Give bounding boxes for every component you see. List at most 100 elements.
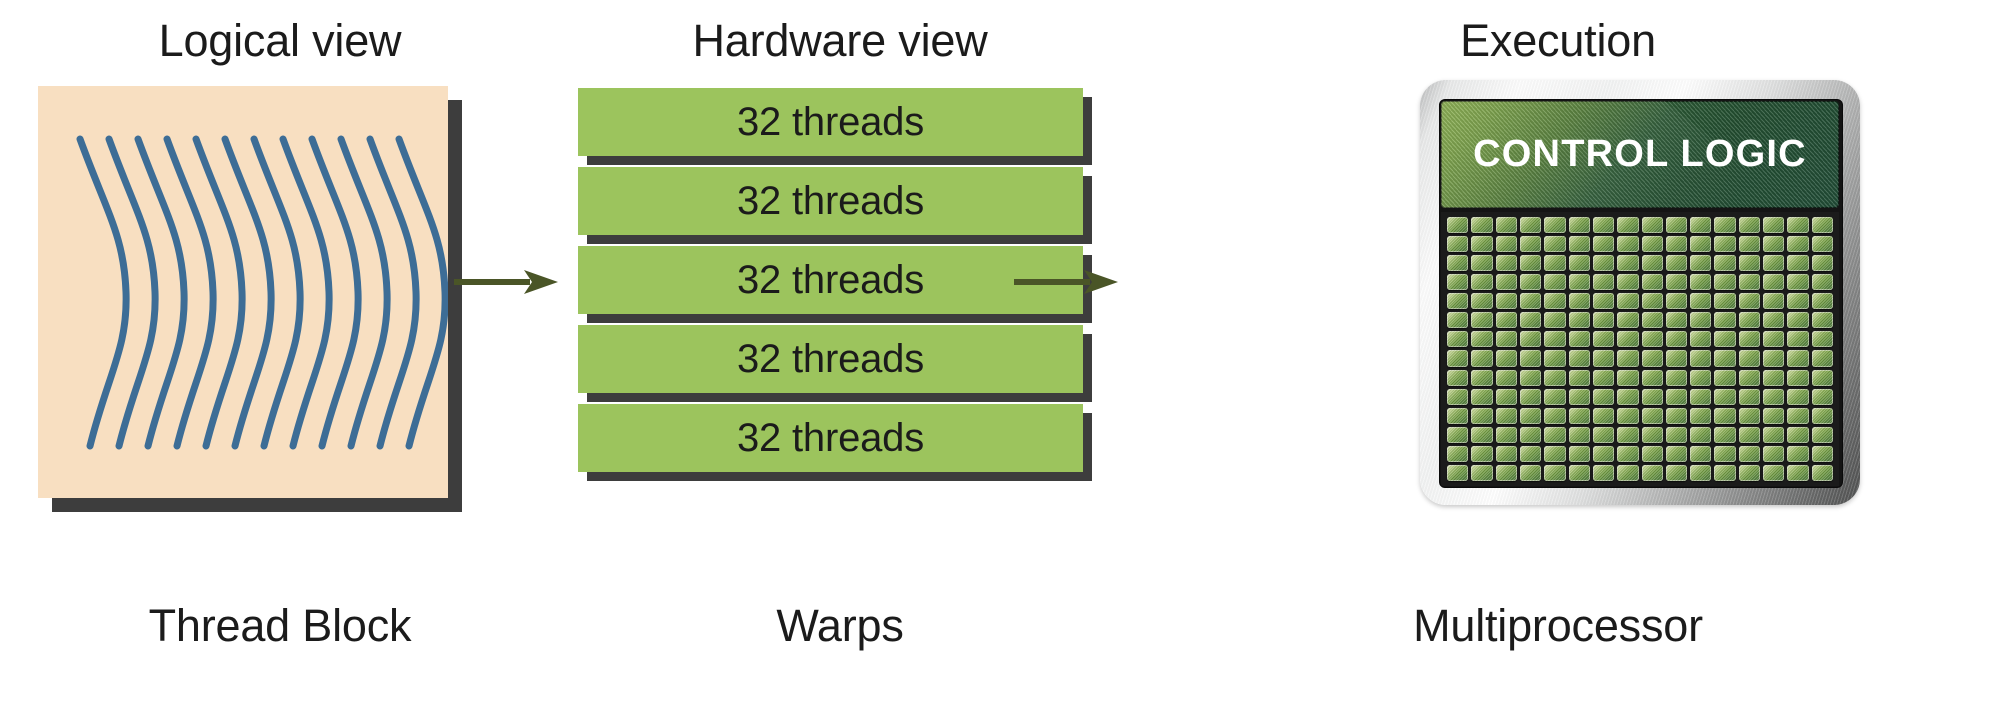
core-cell — [1495, 312, 1517, 329]
core-cell — [1787, 236, 1809, 253]
warp-label: 32 threads — [736, 257, 925, 302]
warp-label: 32 threads — [736, 415, 925, 460]
core-cell — [1690, 369, 1712, 386]
warp-bar: 32 threads — [578, 325, 1083, 393]
core-cell — [1665, 445, 1688, 462]
logical-view-title: Logical view — [158, 15, 402, 66]
core-cell — [1787, 331, 1809, 348]
core-cell — [1690, 274, 1712, 291]
core-cell — [1568, 388, 1590, 405]
core-cell — [1763, 350, 1785, 367]
core-cell — [1471, 350, 1493, 367]
core-cell — [1787, 407, 1809, 424]
core-cell — [1544, 255, 1566, 272]
core-cell — [1641, 312, 1663, 329]
core-cell — [1714, 236, 1736, 253]
core-cell — [1763, 369, 1785, 386]
core-cell — [1447, 369, 1469, 386]
core-cell — [1714, 388, 1736, 405]
core-cell — [1447, 274, 1469, 291]
core-cell — [1738, 388, 1761, 405]
core-cell — [1787, 388, 1809, 405]
core-cell — [1568, 293, 1590, 310]
core-cell — [1544, 426, 1566, 443]
core-cell — [1495, 331, 1517, 348]
core-cell — [1544, 312, 1566, 329]
core-cell — [1714, 350, 1736, 367]
core-cell — [1738, 464, 1761, 481]
core-cell — [1617, 274, 1639, 291]
core-grid — [1441, 212, 1839, 486]
core-cell — [1447, 445, 1469, 462]
core-cell — [1811, 293, 1833, 310]
core-cell — [1665, 274, 1688, 291]
core-cell — [1617, 293, 1639, 310]
core-cell — [1447, 350, 1469, 367]
core-cell — [1447, 312, 1469, 329]
core-cell — [1641, 217, 1663, 234]
multiprocessor-caption: Multiprocessor — [1413, 600, 1703, 651]
core-cell — [1641, 293, 1663, 310]
core-cell — [1738, 236, 1761, 253]
core-cell — [1592, 236, 1615, 253]
core-cell — [1495, 426, 1517, 443]
core-cell — [1617, 388, 1639, 405]
core-cell — [1641, 331, 1663, 348]
core-cell — [1641, 426, 1663, 443]
core-cell — [1592, 407, 1615, 424]
core-cell — [1617, 464, 1639, 481]
core-cell — [1641, 369, 1663, 386]
core-cell — [1495, 388, 1517, 405]
core-cell — [1495, 464, 1517, 481]
core-cell — [1544, 407, 1566, 424]
core-cell — [1519, 407, 1542, 424]
core-cell — [1471, 255, 1493, 272]
thread-block-box — [38, 86, 448, 498]
core-cell — [1738, 217, 1761, 234]
core-cell — [1763, 331, 1785, 348]
arrow-logical-to-hardware-icon — [452, 262, 562, 302]
core-cell — [1811, 312, 1833, 329]
core-cell — [1811, 217, 1833, 234]
core-cell — [1568, 331, 1590, 348]
core-cell — [1665, 388, 1688, 405]
core-cell — [1665, 312, 1688, 329]
core-cell — [1617, 350, 1639, 367]
warp-row: 32 threads — [578, 167, 1092, 244]
core-cell — [1471, 464, 1493, 481]
hardware-view-title: Hardware view — [692, 15, 988, 66]
core-cell — [1447, 236, 1469, 253]
core-cell — [1519, 388, 1542, 405]
core-cell — [1811, 445, 1833, 462]
core-cell — [1592, 426, 1615, 443]
core-cell — [1592, 274, 1615, 291]
core-cell — [1617, 255, 1639, 272]
core-cell — [1787, 255, 1809, 272]
core-cell — [1665, 293, 1688, 310]
execution-title: Execution — [1460, 15, 1656, 66]
core-cell — [1787, 445, 1809, 462]
warp-bar: 32 threads — [578, 404, 1083, 472]
core-cell — [1447, 407, 1469, 424]
core-cell — [1447, 388, 1469, 405]
core-cell — [1592, 369, 1615, 386]
core-cell — [1763, 388, 1785, 405]
core-cell — [1714, 407, 1736, 424]
core-cell — [1714, 293, 1736, 310]
core-cell — [1617, 407, 1639, 424]
core-cell — [1544, 388, 1566, 405]
control-logic-label: CONTROL LOGIC — [1473, 133, 1807, 175]
core-cell — [1738, 426, 1761, 443]
core-cell — [1544, 217, 1566, 234]
core-cell — [1714, 464, 1736, 481]
warp-stack: 32 threads 32 threads 32 threads 32 thre… — [578, 88, 1098, 500]
core-cell — [1665, 236, 1688, 253]
core-cell — [1447, 217, 1469, 234]
core-cell — [1447, 293, 1469, 310]
core-cell — [1811, 464, 1833, 481]
core-cell — [1447, 255, 1469, 272]
core-cell — [1665, 217, 1688, 234]
core-cell — [1690, 407, 1712, 424]
core-cell — [1690, 445, 1712, 462]
